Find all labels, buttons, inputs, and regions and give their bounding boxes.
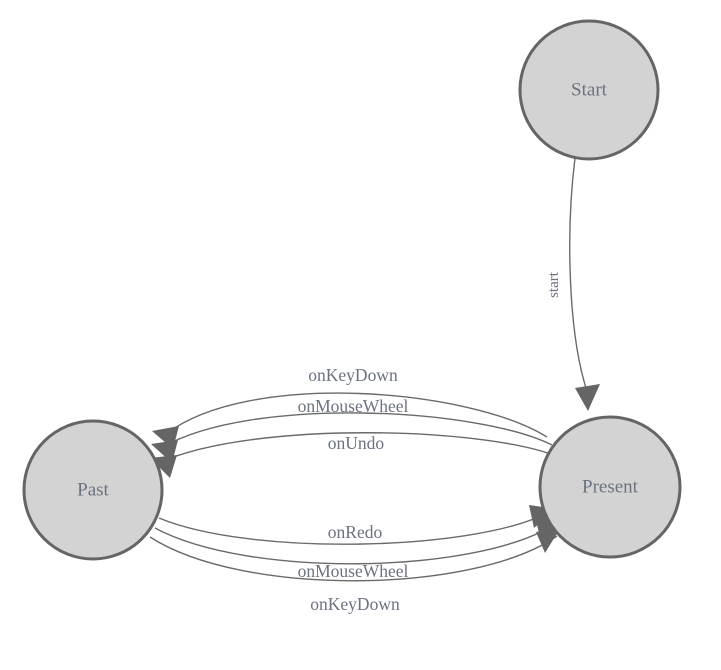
edge-label-start: start <box>546 271 562 298</box>
edge-path-present-past-keydown <box>165 392 548 438</box>
node-past-circle <box>22 419 164 561</box>
arrowhead-start-present <box>575 384 600 411</box>
edge-label-present-past-keydown: onKeyDown <box>308 365 398 385</box>
node-present-circle <box>538 415 682 559</box>
node-start-label: Start <box>571 79 608 100</box>
edge-path-past-present-redo <box>158 513 546 545</box>
edge-path-present-past-mousewheel <box>162 412 553 448</box>
edge-label-present-past-undo: onUndo <box>328 433 385 453</box>
edge-path-past-present-keydown <box>149 535 558 582</box>
arrowhead-past-present-keydown <box>536 527 561 553</box>
edge-past-to-present-keydown[interactable] <box>149 527 561 582</box>
edge-label-past-present-redo: onRedo <box>328 522 383 542</box>
edge-path-present-past-undo <box>160 432 557 463</box>
edge-start-to-present[interactable] <box>569 157 600 411</box>
node-present[interactable]: Present <box>538 415 682 559</box>
edge-label-present-past-mousewheel: onMouseWheel <box>298 396 409 416</box>
node-past[interactable]: Past <box>22 419 164 561</box>
node-start-circle <box>518 19 660 161</box>
edge-label-past-present-keydown: onKeyDown <box>310 594 400 614</box>
edge-path-past-present-mousewheel <box>154 525 553 565</box>
edge-label-past-present-mousewheel: onMouseWheel <box>298 561 409 581</box>
edge-path-start-present <box>569 157 587 389</box>
node-present-label: Present <box>582 476 639 497</box>
node-start[interactable]: Start <box>518 19 660 161</box>
node-past-label: Past <box>77 479 109 500</box>
